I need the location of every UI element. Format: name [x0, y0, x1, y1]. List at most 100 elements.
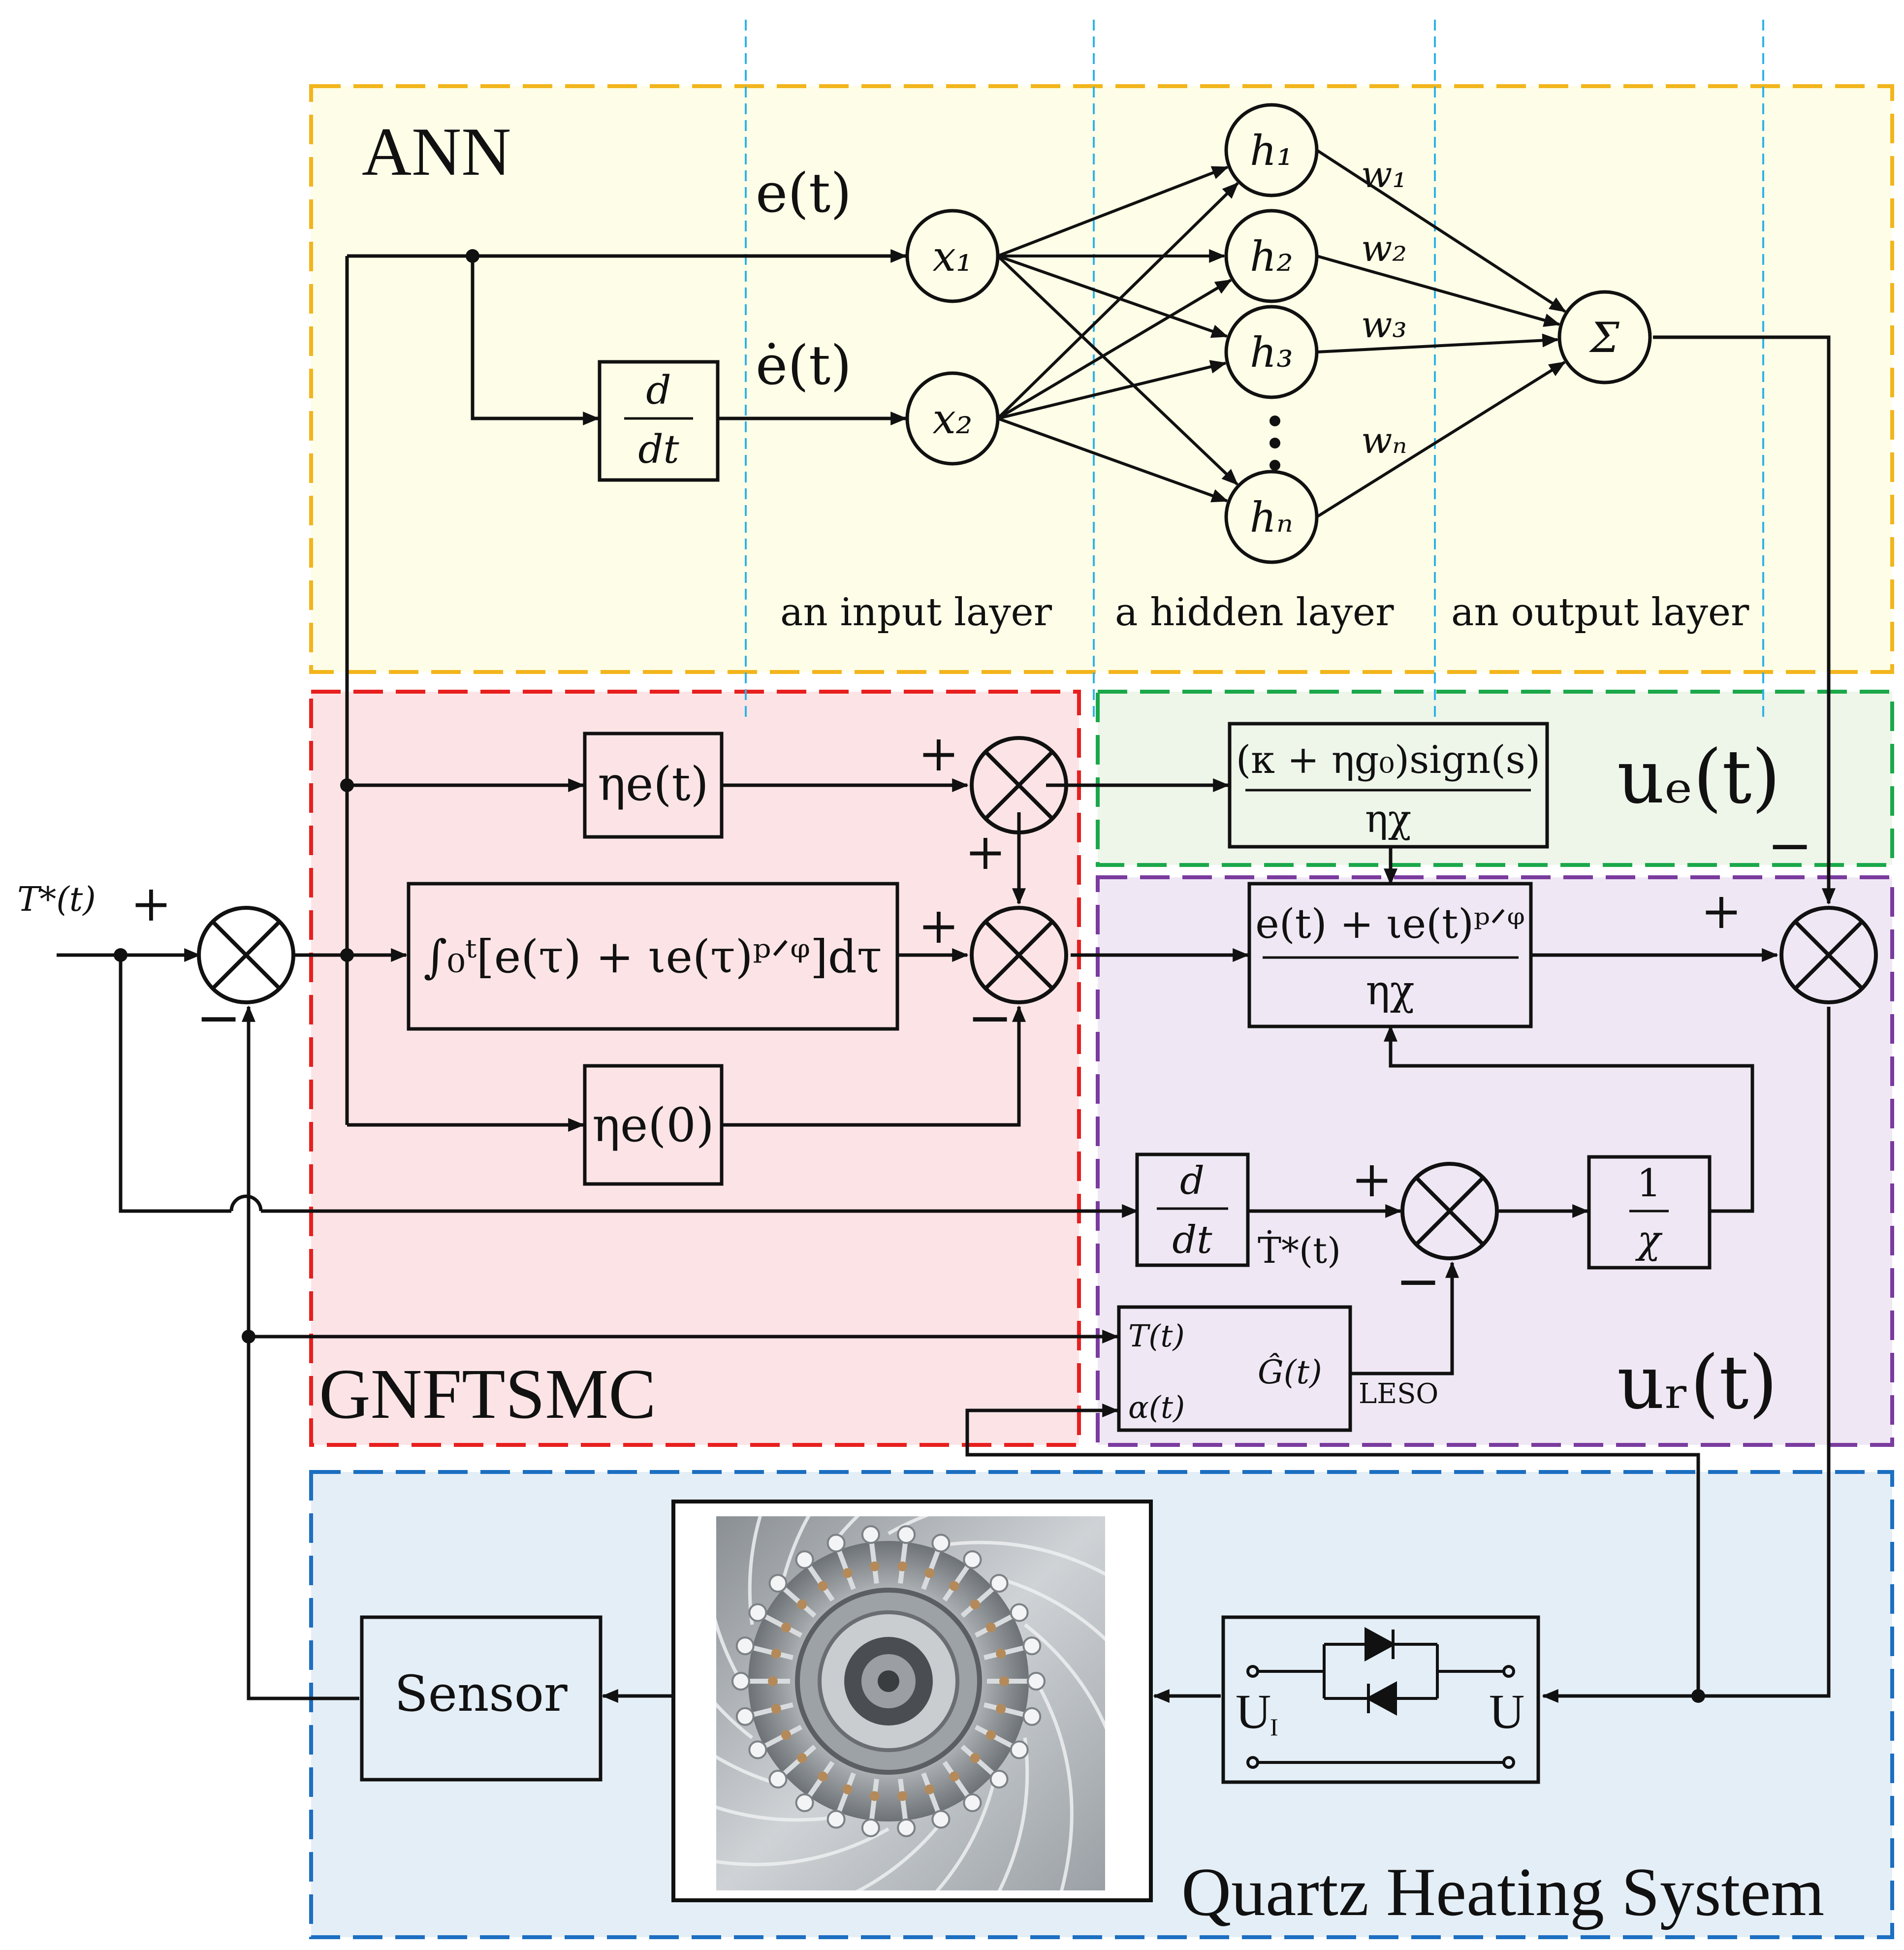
eta-e0-text: ηe(0) [592, 1098, 714, 1152]
derivative-den: dt [638, 426, 679, 472]
ue-block-den: ηχ [1365, 797, 1411, 841]
ue-block [1228, 722, 1549, 849]
hidden-neuron-1-label: h₁ [1250, 127, 1293, 175]
sum-sliding [970, 906, 1068, 1004]
label-e: e(t) [756, 161, 852, 224]
leso-output: Ĝ(t) [1258, 1353, 1322, 1391]
hidden-neuron-2-label: h₂ [1250, 232, 1293, 281]
eta-e-text: ηe(t) [598, 757, 708, 811]
hidden-layer-label: a hidden layer [1115, 590, 1394, 635]
ur-block-num: e(t) + ιe(t)ᵖᐟᵠ [1255, 901, 1525, 948]
edge-x2-h3 [997, 360, 1227, 420]
signs: T*(t) + − + + + − − + + − [17, 725, 1812, 1312]
edge-h1-sum [1316, 149, 1566, 313]
summing-junctions [197, 736, 1878, 1260]
input-neuron-2: x₂ [905, 371, 1000, 466]
hidden-neuron-3-label: h₃ [1250, 328, 1293, 377]
thyristor-input-sub: I [1270, 1713, 1278, 1741]
sign-final-minus: − [1767, 814, 1812, 877]
edge-x1-h4 [996, 255, 1238, 485]
weight-4: wₙ [1361, 419, 1407, 462]
integral-block [407, 882, 899, 1031]
gnftsmc-region [309, 690, 1081, 1447]
sign-sum3-plus: + [918, 897, 959, 955]
eta-e0-block [583, 1064, 724, 1186]
ur-block-den: ηχ [1366, 967, 1415, 1014]
sign-sum4-plus: + [1351, 1151, 1393, 1208]
label-edot: ė(t) [756, 334, 852, 397]
sum-error [197, 906, 295, 1004]
sign-sum2-plus-b: + [965, 823, 1006, 881]
nn-neurons: x₁ x₂ h₁ h₂ h₃ hₙ Σw₁ w₂ w₃ wₙ [905, 103, 1652, 564]
sign-final-plus: + [1701, 882, 1742, 940]
wires [57, 249, 1836, 1703]
edge-h2-sum [1316, 255, 1561, 327]
eta-e-block [583, 732, 724, 839]
edge-x2-h2 [997, 279, 1232, 420]
hidden-ellipsis [1269, 416, 1280, 471]
ur-title: uᵣ(t) [1617, 1340, 1777, 1426]
input-neuron-1-label: x₁ [932, 232, 972, 281]
hidden-neuron-2: h₂ [1224, 209, 1319, 303]
weight-2: w₂ [1361, 227, 1407, 270]
sign-sum2-plus: + [918, 725, 959, 782]
ue-block-num: (κ + ηg₀)sign(s) [1236, 738, 1541, 782]
integral-text: ∫₀ᵗ[e(τ) + ιe(τ)ᵖᐟᵠ]dτ [423, 930, 882, 983]
weight-1: w₁ [1361, 154, 1407, 196]
leso-input-t: T(t) [1128, 1318, 1185, 1354]
hidden-neuron-4: hₙ [1224, 470, 1319, 564]
gnftsmc-title: GNFTSMC [319, 1355, 656, 1434]
setpoint-derivative-block [1135, 1152, 1250, 1267]
sensor-label: Sensor [394, 1665, 568, 1723]
sign-sum3-minus: − [967, 986, 1013, 1049]
ann-region [309, 84, 1894, 674]
sum-sliding-top [970, 736, 1068, 834]
heater-photo [716, 1516, 1105, 1890]
hidden-neuron-1: h₁ [1224, 103, 1319, 197]
hidden-neuron-3: h₃ [1224, 305, 1319, 399]
hidden-neuron-4-label: hₙ [1250, 493, 1293, 542]
thyristor-input: U [1236, 1684, 1271, 1739]
ue-title: uₑ(t) [1617, 735, 1780, 820]
inverse-chi-den: χ [1635, 1218, 1663, 1262]
output-layer-label: an output layer [1451, 590, 1749, 635]
sign-sum1-plus: + [130, 875, 172, 932]
thyristor-symbol [1246, 1627, 1515, 1769]
setpoint-derivative-den: dt [1172, 1218, 1212, 1262]
output-sum-neuron: Σ [1557, 290, 1652, 384]
sign-sum1-minus: − [196, 986, 241, 1049]
input-neuron-1: x₁ [905, 209, 1000, 303]
sign-sum4-minus: − [1396, 1249, 1441, 1312]
nn-connections [996, 149, 1566, 518]
derivative-num: d [646, 367, 671, 413]
inverse-chi-num: 1 [1637, 1161, 1661, 1206]
weight-3: w₃ [1361, 304, 1407, 346]
edge-h3-sum [1316, 333, 1559, 353]
label-setpoint: T*(t) [17, 880, 96, 919]
setpoint-derivative-num: d [1180, 1159, 1205, 1203]
ur-region [1096, 875, 1894, 1447]
thyristor-block [1221, 1615, 1540, 1784]
edge-x2-h4 [997, 417, 1229, 503]
input-layer-label: an input layer [780, 590, 1052, 635]
ann-title: ANN [362, 114, 511, 190]
leso-input-alpha: α(t) [1128, 1389, 1185, 1425]
ur-block [1247, 882, 1533, 1028]
edge-x1-h3 [997, 255, 1229, 338]
thyristor-output: U [1489, 1684, 1524, 1739]
edge-x2-h1 [996, 182, 1239, 420]
derivative-block [598, 360, 720, 482]
sum-output [1779, 906, 1878, 1004]
output-sum-neuron-label: Σ [1588, 314, 1619, 362]
inverse-chi-block [1587, 1155, 1712, 1270]
sensor-block [360, 1615, 603, 1782]
input-neuron-2-label: x₂ [932, 395, 972, 443]
label-tstar-dot: Ṫ*(t) [1258, 1229, 1341, 1271]
leso-name: LESO [1359, 1378, 1438, 1410]
edge-h4-sum [1316, 361, 1566, 518]
junction-dots [114, 249, 1705, 1703]
edge-x1-h1 [997, 165, 1229, 257]
quartz-title: Quartz Heating System [1181, 1854, 1824, 1930]
